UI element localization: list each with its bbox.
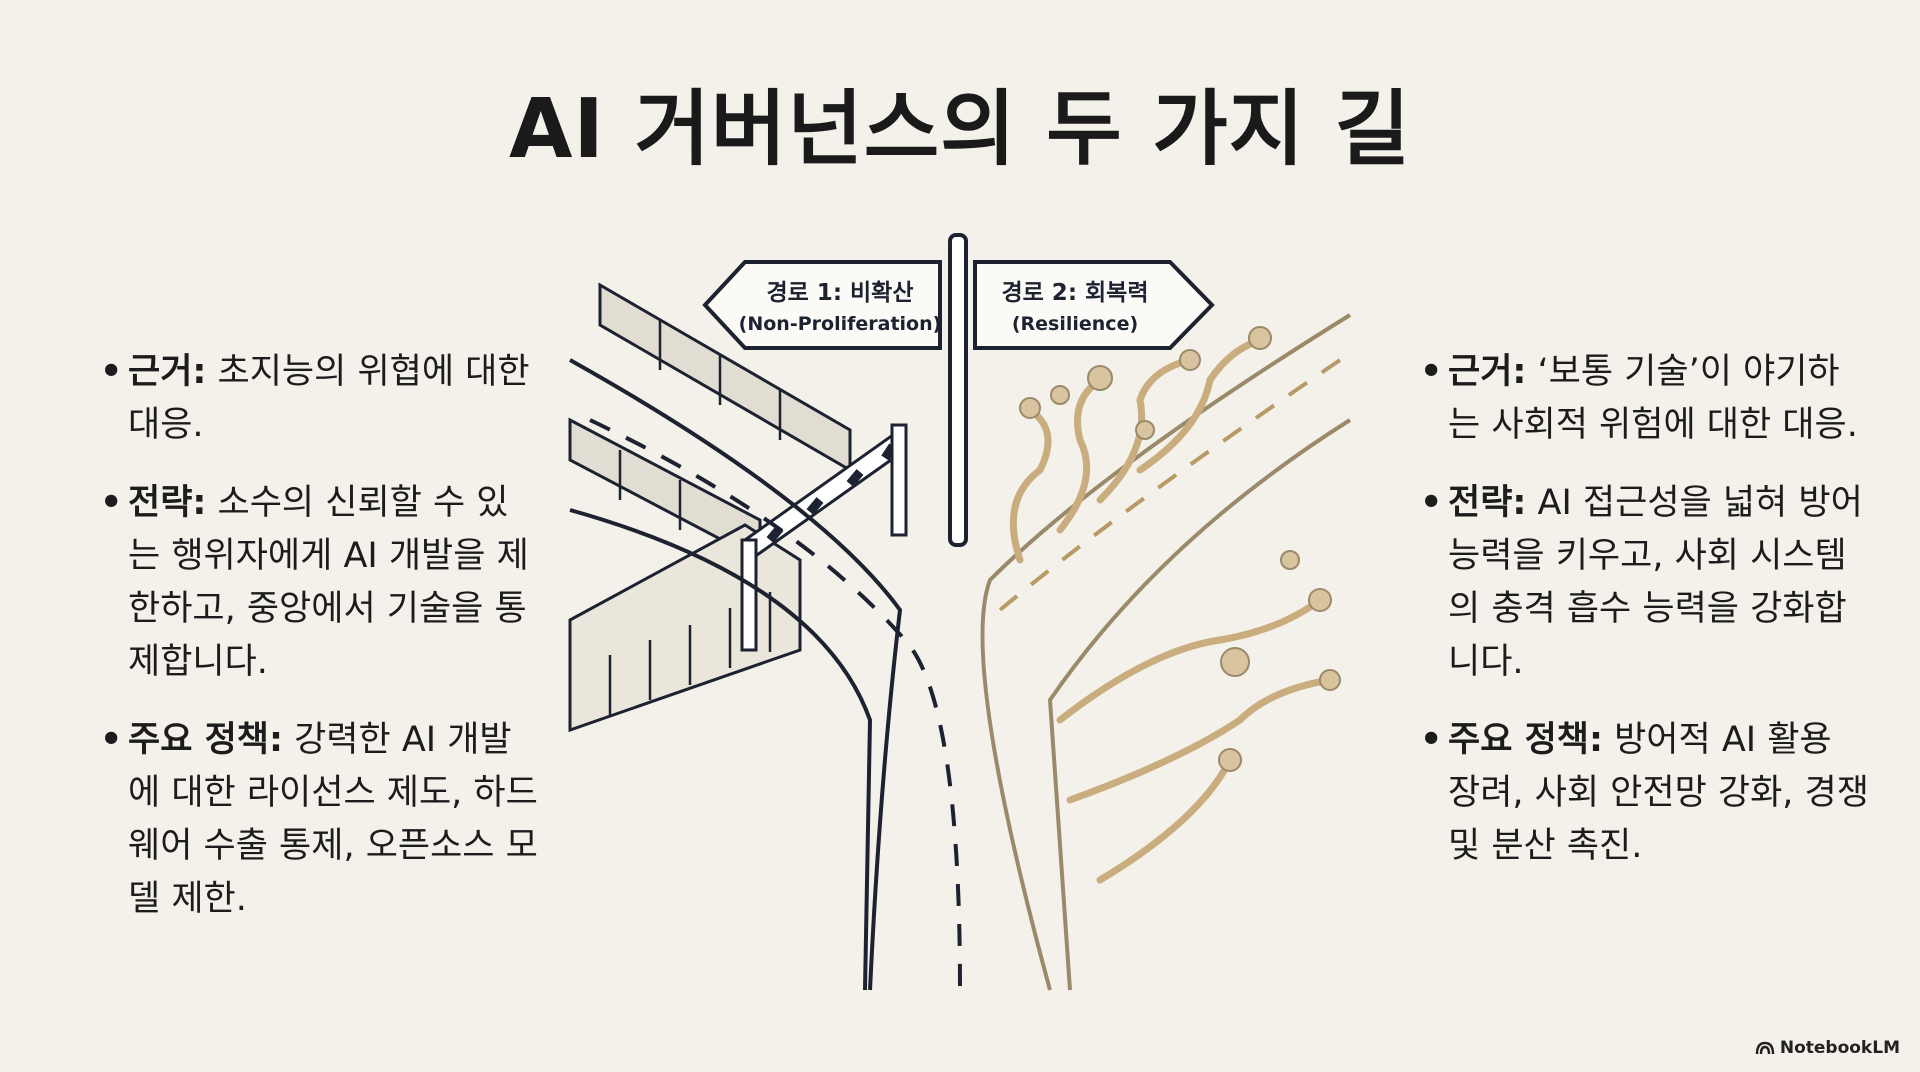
item-label: 전략: [128,483,207,523]
item-text: ‘보통 기술’이 야기하는 사회적 위험에 대한 대응. [1448,352,1858,445]
fork-road-illustration: 경로 1: 비확산 (Non-Proliferation) 경로 2: 회복력 … [568,233,1352,991]
item-text: 방어적 AI 활용 장려, 사회 안전망 강화, 경쟁 및 분산 촉진. [1448,720,1869,866]
left-item-policy: •주요 정책: 강력한 AI 개발에 대한 라이선스 제도, 하드웨어 수출 통… [100,714,540,926]
roads [569,313,1352,991]
left-item-rationale: •근거: 초지능의 위협에 대한 대응. [100,346,540,452]
sign-path1-sub: (Non-Proliferation) [739,313,942,335]
signpost: 경로 1: 비확산 (Non-Proliferation) 경로 2: 회복력 … [702,233,1215,547]
barrier-gate [740,423,908,652]
sign-path1-arrow [702,260,942,350]
item-label: 근거: [128,352,207,392]
brand-watermark: NotebookLM [1755,1038,1900,1058]
bullet: • [100,483,123,523]
right-item-policy: •주요 정책: 방어적 AI 활용 장려, 사회 안전망 강화, 경쟁 및 분산… [1420,714,1870,873]
item-text: 강력한 AI 개발에 대한 라이선스 제도, 하드웨어 수출 통제, 오픈소스 … [128,720,538,919]
resilience-network [1009,336,1334,884]
sign-path2-label: 경로 2: 회복력 [1001,280,1148,306]
bullet: • [100,720,123,760]
bullet: • [100,352,123,392]
left-item-strategy: •전략: 소수의 신뢰할 수 있는 행위자에게 AI 개발을 제한하고, 중앙에… [100,477,540,689]
right-item-rationale: •근거: ‘보통 기술’이 야기하는 사회적 위험에 대한 대응. [1420,346,1870,452]
network-nodes [1019,326,1341,772]
fenced-road-walls [568,282,852,733]
right-item-strategy: •전략: AI 접근성을 넓혀 방어 능력을 키우고, 사회 시스템의 충격 흡… [1420,477,1870,689]
item-label: 주요 정책: [1448,720,1603,760]
sign-path2-sub: (Resilience) [1012,313,1138,335]
bullet: • [1420,352,1443,392]
item-label: 근거: [1448,352,1527,392]
bullet: • [1420,483,1443,523]
item-text: AI 접근성을 넓혀 방어 능력을 키우고, 사회 시스템의 충격 흡수 능력을… [1448,483,1863,682]
bullet: • [1420,720,1443,760]
item-text: 초지능의 위협에 대한 대응. [128,352,530,445]
item-label: 전략: [1448,483,1527,523]
left-column-path1: •근거: 초지능의 위협에 대한 대응. •전략: 소수의 신뢰할 수 있는 행… [100,346,540,951]
right-column-path2: •근거: ‘보통 기술’이 야기하는 사회적 위험에 대한 대응. •전략: A… [1420,346,1870,898]
item-label: 주요 정책: [128,720,283,760]
page-title: AI 거버넌스의 두 가지 길 [508,82,1412,177]
sign-path1-label: 경로 1: 비확산 [766,280,913,306]
notebooklm-logo-icon [1755,1041,1775,1055]
sign-path2-arrow [973,260,1215,350]
brand-name: NotebookLM [1779,1038,1900,1058]
item-text: 소수의 신뢰할 수 있는 행위자에게 AI 개발을 제한하고, 중앙에서 기술을… [128,483,529,682]
